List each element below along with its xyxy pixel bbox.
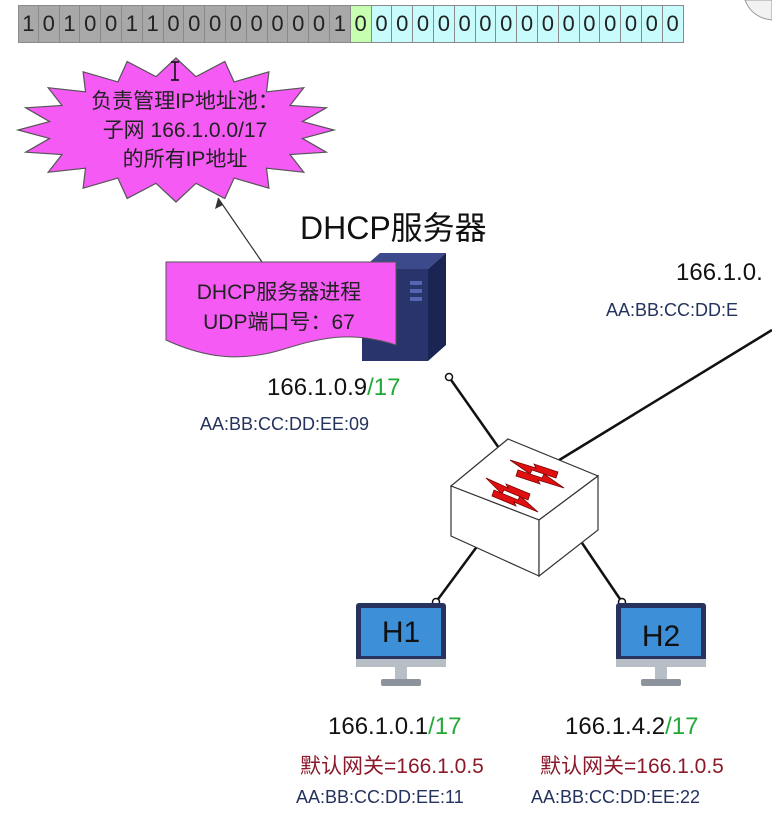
bit-host-0: 0 xyxy=(371,5,393,43)
bit-host-1: 0 xyxy=(392,5,414,43)
bit-host-13: 0 xyxy=(641,5,663,43)
router-ip: 166.1.0. xyxy=(676,259,763,286)
bit-network-4: 0 xyxy=(101,5,122,43)
server-prefix: /17 xyxy=(367,374,401,401)
server-port-dot xyxy=(444,372,454,382)
monitor-icon xyxy=(356,603,446,686)
bit-host-7: 0 xyxy=(517,5,538,43)
bit-host-14: 0 xyxy=(662,5,684,43)
bit-network-5: 1 xyxy=(121,5,143,43)
address-pool-callout xyxy=(15,57,337,203)
h1-ip-value: 166.1.0.1 xyxy=(328,713,429,740)
bit-network-8: 0 xyxy=(184,5,206,43)
monitor-icon xyxy=(616,603,706,686)
callout-text: 负责管理IP地址池： 子网 166.1.0.0/17 的所有IP地址 xyxy=(55,87,315,174)
server-title: DHCP服务器 xyxy=(300,210,487,246)
bit-host-5: 0 xyxy=(475,5,497,43)
process-box-text: DHCP服务器进程 UDP端口号：67 xyxy=(166,278,392,338)
h2-mac: AA:BB:CC:DD:EE:22 xyxy=(531,787,701,807)
bit-network-9: 0 xyxy=(205,5,226,43)
host-label-h1: H1 xyxy=(381,616,421,649)
callout-pointer-arrowhead xyxy=(215,198,223,209)
dhcp-process-box xyxy=(165,261,397,358)
server-ip-value: 166.1.0.9 xyxy=(267,374,368,401)
bit-network-7: 0 xyxy=(163,5,185,43)
bit-network-15: 1 xyxy=(329,5,351,43)
h1-mac: AA:BB:CC:DD:EE:11 xyxy=(296,787,464,807)
switch-icon xyxy=(449,438,600,578)
bit-network-3: 0 xyxy=(80,5,102,43)
h2-prefix: /17 xyxy=(665,713,699,740)
link-router-switch xyxy=(555,328,772,464)
router-mac: AA:BB:CC:DD:E xyxy=(606,300,739,320)
bit-network-12: 0 xyxy=(267,5,289,43)
bit-host-12: 0 xyxy=(621,5,642,43)
bit-host-9: 0 xyxy=(558,5,580,43)
partial-circle xyxy=(744,0,772,21)
process-port: UDP端口号：67 xyxy=(203,311,355,334)
bit-host-2: 0 xyxy=(413,5,434,43)
bit-subnet-0: 0 xyxy=(350,5,372,43)
callout-line-1: 负责管理IP地址池： xyxy=(91,90,279,113)
bit-host-8: 0 xyxy=(537,5,559,43)
link-switch-h2 xyxy=(578,539,624,603)
bit-host-3: 0 xyxy=(433,5,455,43)
bit-host-11: 0 xyxy=(600,5,622,43)
cursor-icon xyxy=(171,61,179,81)
host-label-h2: H2 xyxy=(641,620,681,653)
bit-host-4: 0 xyxy=(454,5,476,43)
h2-ip-value: 166.1.4.2 xyxy=(565,713,666,740)
bit-host-6: 0 xyxy=(496,5,518,43)
bit-network-1: 0 xyxy=(38,5,60,43)
link-server-switch xyxy=(447,376,508,459)
server-mac: AA:BB:CC:DD:EE:09 xyxy=(200,414,370,434)
h1-prefix: /17 xyxy=(428,713,462,740)
bit-network-6: 1 xyxy=(142,5,164,43)
h1-gateway: 默认网关=166.1.0.5 xyxy=(300,755,484,778)
bit-network-0: 1 xyxy=(18,5,39,43)
callout-pointer-line xyxy=(217,197,263,263)
bit-host-10: 0 xyxy=(579,5,601,43)
h1-ip: 166.1.0.1/17 xyxy=(328,713,461,741)
server-ip: 166.1.0.9/17 xyxy=(267,374,400,402)
callout-line-2: 子网 166.1.0.0/17 xyxy=(102,119,268,142)
bit-network-13: 0 xyxy=(288,5,310,43)
bit-network-11: 0 xyxy=(246,5,268,43)
bit-network-10: 0 xyxy=(225,5,247,43)
bit-network-2: 1 xyxy=(59,5,81,43)
process-name: DHCP服务器进程 xyxy=(196,281,362,304)
bit-network-14: 0 xyxy=(309,5,330,43)
h2-ip: 166.1.4.2/17 xyxy=(565,713,698,741)
callout-line-3: 的所有IP地址 xyxy=(122,148,248,171)
h2-gateway: 默认网关=166.1.0.5 xyxy=(540,755,724,778)
